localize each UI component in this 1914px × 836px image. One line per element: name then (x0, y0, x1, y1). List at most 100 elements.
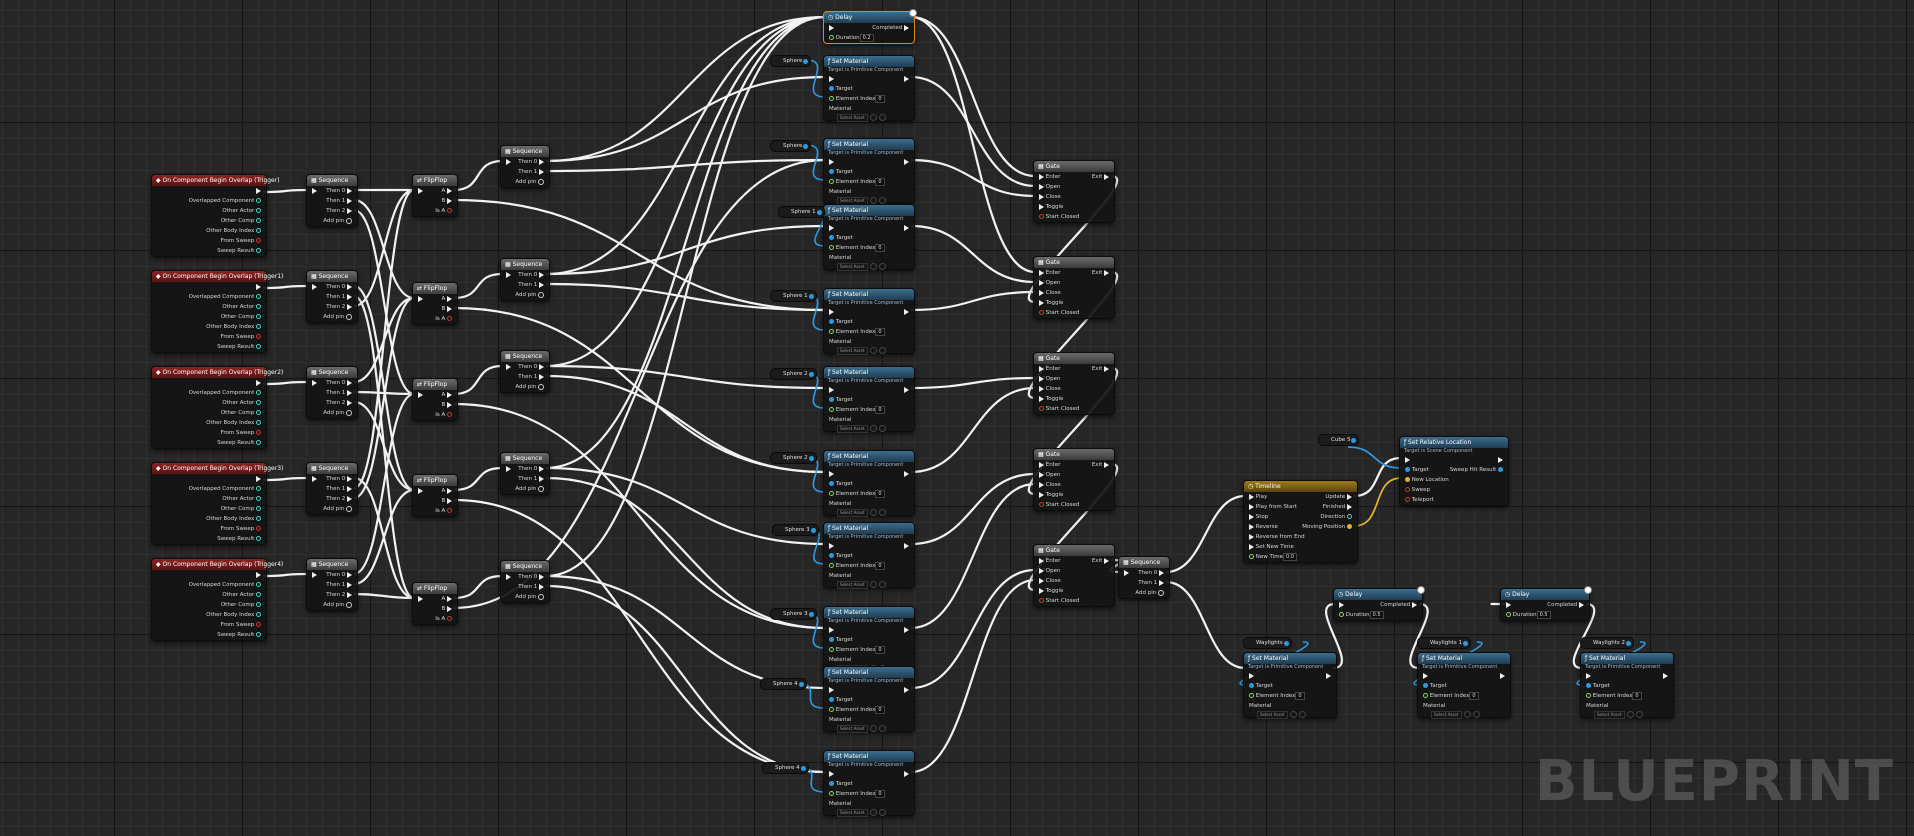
input-pin[interactable] (829, 23, 834, 33)
output-pin[interactable]: Then 0 (326, 378, 352, 388)
output-pin[interactable]: Then 2 (326, 590, 352, 600)
output-pin[interactable]: Then 2 (326, 494, 352, 504)
input-pin[interactable]: Target (829, 551, 853, 561)
object-pin-icon[interactable] (808, 371, 814, 377)
input-pin[interactable]: Target (829, 84, 853, 94)
input-pin[interactable]: Enter (1039, 460, 1061, 470)
output-pin[interactable]: Is A (435, 410, 452, 420)
variable-getter[interactable]: Sphere 1 (770, 290, 817, 302)
variable-getter[interactable]: Sphere 4 (760, 678, 807, 690)
browse-icon[interactable] (878, 197, 886, 204)
use-selected-icon[interactable] (869, 581, 877, 588)
input-pin[interactable]: Close (1039, 288, 1061, 298)
use-selected-icon[interactable] (869, 725, 877, 732)
use-selected-icon[interactable] (869, 263, 877, 270)
input-pin[interactable]: New Location (1405, 475, 1449, 485)
output-pin[interactable]: Then 0 (326, 474, 352, 484)
input-pin[interactable]: Target (1405, 465, 1429, 475)
input-pin[interactable]: Target (829, 317, 853, 327)
output-pin[interactable]: Completed (1547, 600, 1584, 610)
output-pin[interactable] (1500, 671, 1505, 681)
material-select[interactable]: Select Asset (837, 808, 886, 818)
variable-getter[interactable]: Sphere 2 (770, 368, 817, 380)
material-asset-box[interactable]: Select Asset (837, 347, 868, 355)
input-pin[interactable]: Target (829, 395, 853, 405)
input-pin[interactable] (829, 157, 834, 167)
input-pin[interactable] (1405, 455, 1410, 465)
material-asset-box[interactable]: Select Asset (837, 725, 868, 733)
output-pin[interactable]: Other Actor (222, 206, 261, 216)
input-pin[interactable]: Enter (1039, 364, 1061, 374)
material-asset-box[interactable]: Select Asset (1594, 711, 1625, 719)
output-pin[interactable]: From Sweep (221, 332, 261, 342)
browse-icon[interactable] (878, 347, 886, 354)
output-pin[interactable]: Add pin (323, 216, 352, 226)
use-selected-icon[interactable] (1626, 711, 1634, 718)
output-pin[interactable]: Then 1 (326, 580, 352, 590)
variable-getter[interactable]: Sphere 2 (770, 452, 817, 464)
pin-value[interactable]: 0 (875, 177, 885, 186)
browse-icon[interactable] (878, 509, 886, 516)
pin-value[interactable]: 0 (875, 645, 885, 654)
output-pin[interactable] (1663, 671, 1668, 681)
variable-getter[interactable]: Waylights 2 (1580, 637, 1635, 649)
output-pin[interactable]: Other Actor (222, 398, 261, 408)
event-node[interactable]: ◆ On Component Begin Overlap (Trigger2)O… (151, 366, 283, 449)
output-pin[interactable]: Overlapped Component (189, 388, 261, 398)
browse-icon[interactable] (1298, 711, 1306, 718)
output-pin[interactable]: Then 0 (326, 186, 352, 196)
input-pin[interactable]: Play (1249, 492, 1267, 502)
output-pin[interactable] (904, 385, 909, 395)
input-pin[interactable] (1506, 600, 1511, 610)
object-pin-icon[interactable] (1283, 640, 1289, 646)
input-pin[interactable]: Close (1039, 480, 1061, 490)
pin-value[interactable]: 0.5 (1369, 610, 1384, 619)
output-pin[interactable]: B (441, 196, 452, 206)
object-pin-icon[interactable] (800, 765, 806, 771)
material-asset-box[interactable]: Select Asset (837, 114, 868, 122)
use-selected-icon[interactable] (869, 347, 877, 354)
input-pin[interactable]: Toggle (1039, 202, 1063, 212)
pin-value[interactable]: 0 (875, 327, 885, 336)
output-pin[interactable]: Then 1 (326, 196, 352, 206)
object-pin-icon[interactable] (803, 143, 809, 149)
object-pin-icon[interactable] (810, 527, 816, 533)
output-pin[interactable]: Other Comp (221, 312, 261, 322)
material-asset-box[interactable]: Select Asset (1257, 711, 1288, 719)
output-pin[interactable] (256, 186, 261, 196)
output-pin[interactable]: A (441, 390, 452, 400)
material-select[interactable]: Select Asset (837, 424, 886, 434)
output-pin[interactable]: Add pin (515, 290, 544, 300)
output-pin[interactable]: Other Actor (222, 302, 261, 312)
output-pin[interactable]: Other Body Index (206, 418, 261, 428)
output-pin[interactable] (1326, 671, 1331, 681)
browse-icon[interactable] (878, 425, 886, 432)
input-pin[interactable] (312, 186, 317, 196)
variable-getter[interactable]: Waylights 1 (1417, 637, 1472, 649)
output-pin[interactable]: Sweep Result (217, 438, 261, 448)
output-pin[interactable]: B (441, 496, 452, 506)
output-pin[interactable]: Add pin (323, 408, 352, 418)
input-pin[interactable]: Start Closed (1039, 596, 1079, 606)
output-pin[interactable]: From Sweep (221, 524, 261, 534)
input-pin[interactable]: Reverse (1249, 522, 1278, 532)
input-pin[interactable]: Close (1039, 576, 1061, 586)
